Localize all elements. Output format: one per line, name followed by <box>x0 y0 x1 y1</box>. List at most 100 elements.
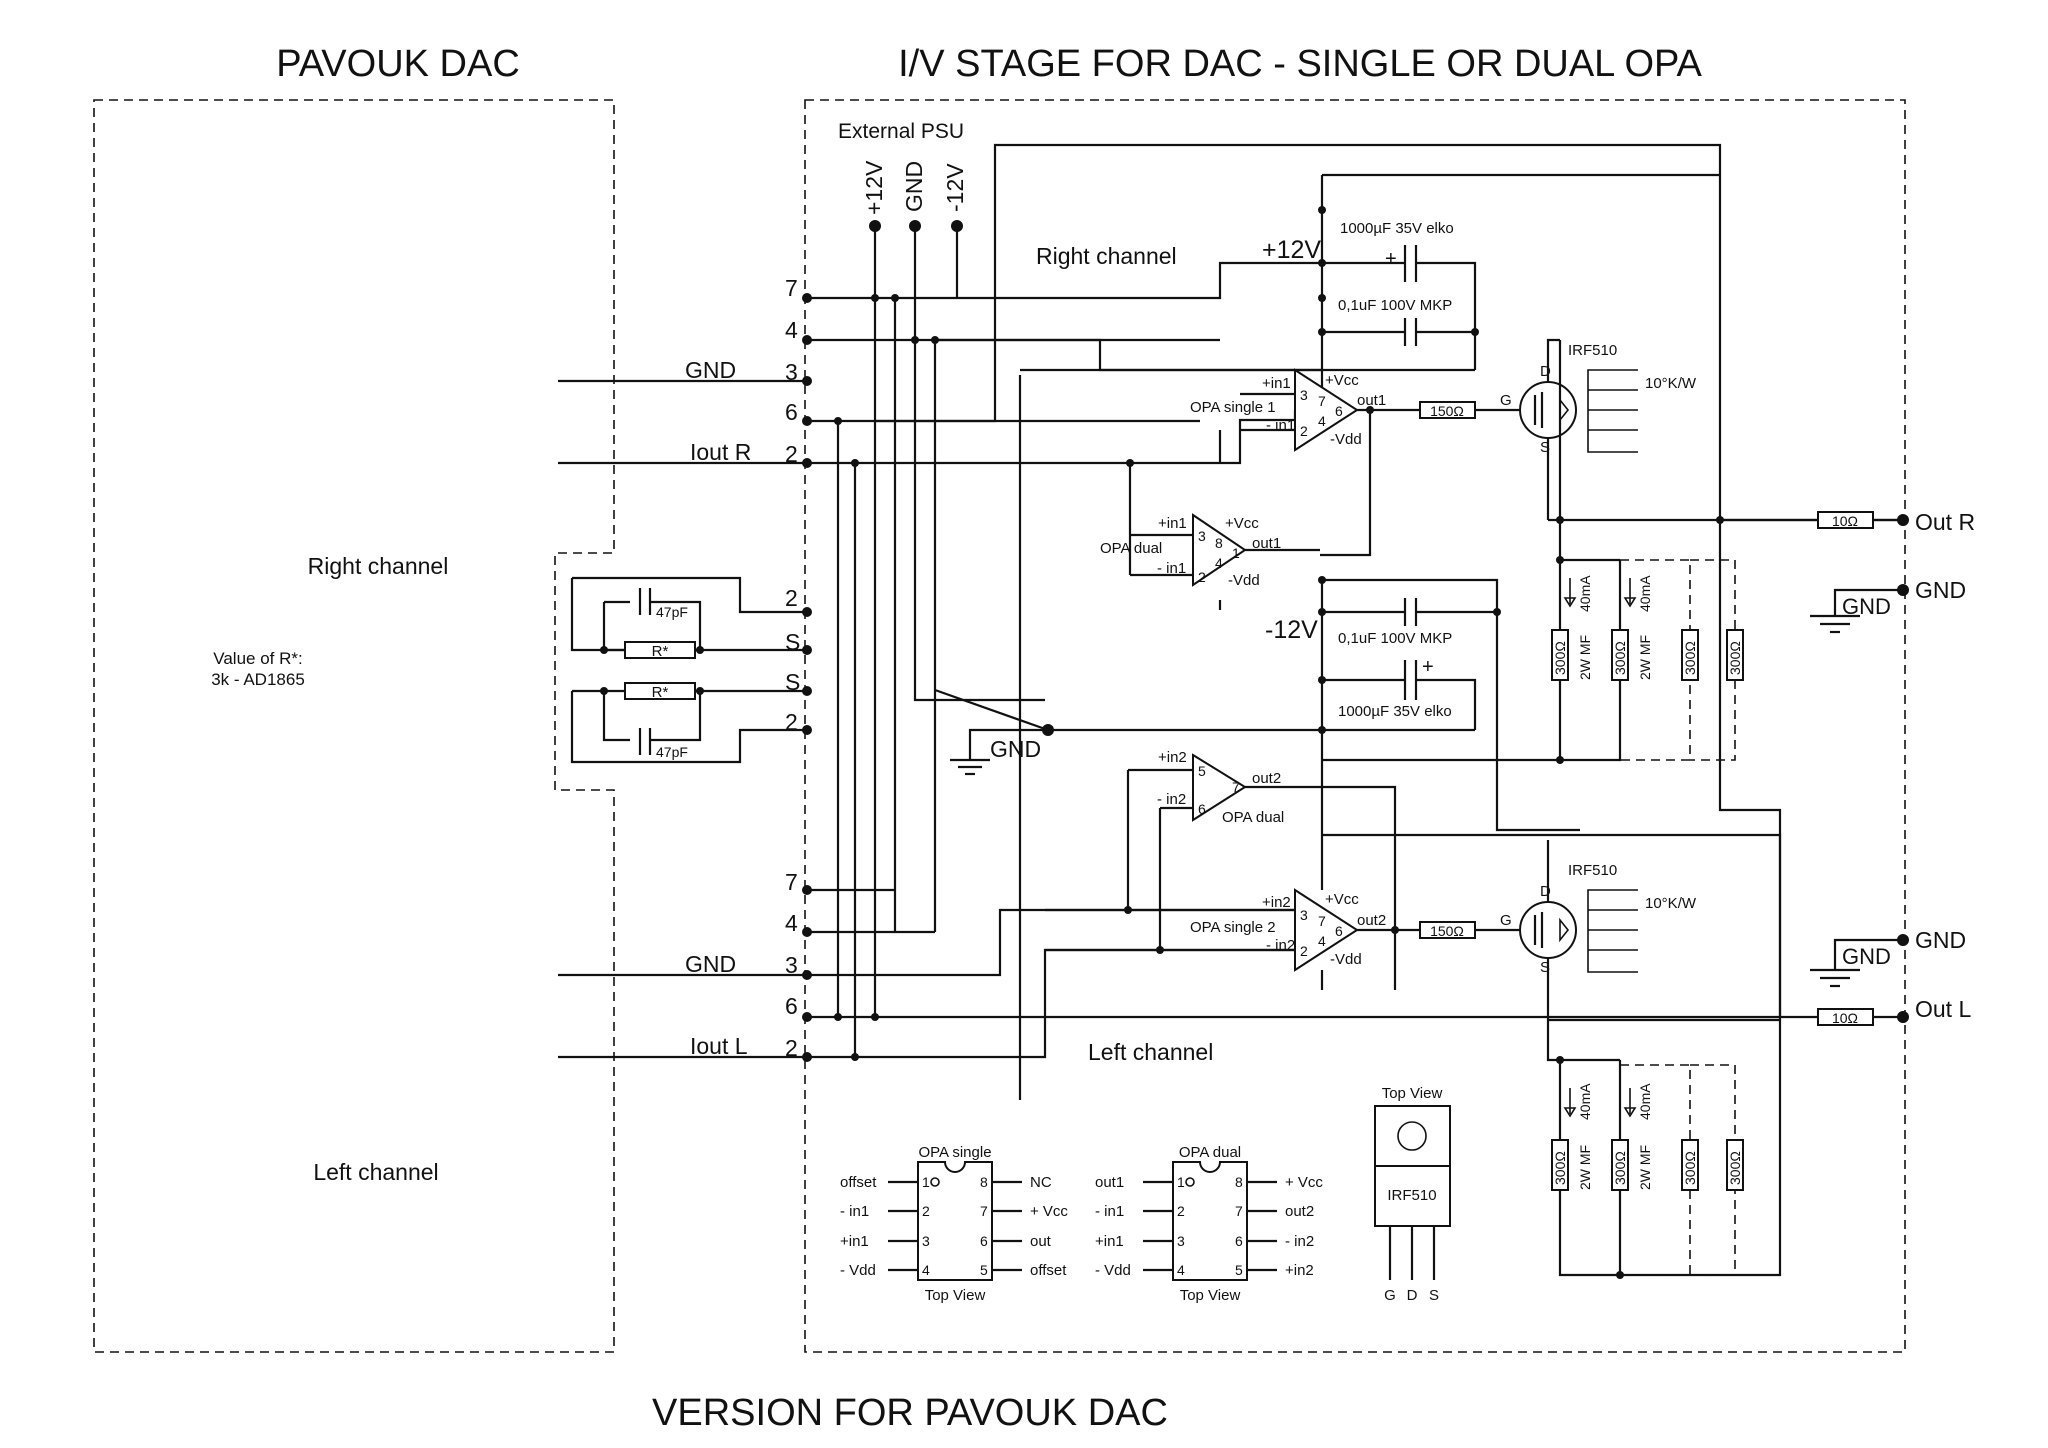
opa-single-1-name: OPA single 1 <box>1190 399 1276 416</box>
single-top-view: Top View <box>925 1287 986 1304</box>
opa-da-pin2: 2 <box>1198 569 1206 585</box>
load-rating-1-l: 2W MF <box>1577 1145 1593 1190</box>
opa-single-2-out: out2 <box>1357 912 1386 929</box>
opa-dual-a-inn: - in1 <box>1157 560 1186 577</box>
load-current-1-r: 40mA <box>1577 575 1593 612</box>
single-pin3-num: 3 <box>922 1233 930 1249</box>
gnd-out-r: GND <box>1915 577 1966 603</box>
opa-da-pin3: 3 <box>1198 528 1206 544</box>
load-r4-l: 300Ω <box>1727 1151 1743 1185</box>
irf-top-view: Top View <box>1382 1085 1443 1102</box>
elko-bot-label: 1000µF 35V elko <box>1338 703 1452 720</box>
load-r3-l: 300Ω <box>1682 1151 1698 1185</box>
channel-right-label: Right channel <box>1036 243 1177 269</box>
gnd-label-l: GND <box>685 951 736 977</box>
out-r-label: Out R <box>1915 509 1975 535</box>
pin-6-r: 6 <box>785 399 798 425</box>
single-pin2-num: 2 <box>922 1203 930 1219</box>
mosfet-right-s: S <box>1540 439 1550 456</box>
load-rating-2-r: 2W MF <box>1637 635 1653 680</box>
single-pin6-num: 6 <box>980 1233 988 1249</box>
pin-2-fb-l: 2 <box>785 709 798 735</box>
iv-stage-box <box>804 99 1906 1353</box>
load-rating-1-r: 2W MF <box>1577 635 1593 680</box>
opa-da-pin8: 8 <box>1215 535 1223 551</box>
gnd-star-label: GND <box>990 736 1041 762</box>
gnd-out-r-sym: GND <box>1842 594 1891 619</box>
dual-pin6-num: 6 <box>1235 1233 1243 1249</box>
opa-dual-a-name: OPA dual <box>1100 540 1162 557</box>
gnd-out-l: GND <box>1915 927 1966 953</box>
opa-dual-b-out: out2 <box>1252 770 1281 787</box>
single-pin1-name: offset <box>840 1174 877 1191</box>
irf-lead-d: D <box>1407 1287 1418 1304</box>
out-res-left: 10Ω <box>1832 1010 1858 1026</box>
load-r2-r: 300Ω <box>1612 641 1628 675</box>
connector-pins-left: 7 4 3 6 2 <box>785 869 798 1061</box>
opa-dual-b-name: OPA dual <box>1222 809 1284 826</box>
pin-7-l: 7 <box>785 869 798 895</box>
rail-plus-12v: +12V <box>1262 236 1321 264</box>
single-pin7-num: 7 <box>980 1203 988 1219</box>
pin-7-r: 7 <box>785 275 798 301</box>
out-l-label: Out L <box>1915 996 1971 1022</box>
single-pin8-name: NC <box>1030 1174 1052 1191</box>
load-r2-l: 300Ω <box>1612 1151 1628 1185</box>
iout-l-label: Iout L <box>690 1033 748 1059</box>
bus-lines-right <box>802 143 1760 1057</box>
single-pin3-name: +in1 <box>840 1233 869 1250</box>
pinout-irf510: Top View IRF510 G D S <box>1374 1085 1451 1304</box>
cap-47pf-left: 47pF <box>656 744 688 760</box>
opa-dual-b: +in2 - in2 out2 OPA dual 5 6 7 <box>1124 749 1397 990</box>
dual-pin1-name: out1 <box>1095 1174 1124 1191</box>
dual-top-view: Top View <box>1180 1287 1241 1304</box>
pin-s-fb-l: S <box>785 669 800 695</box>
mosfet-left-s: S <box>1540 959 1550 976</box>
opa-single-2-name: OPA single 2 <box>1190 919 1276 936</box>
load-r1-l: 300Ω <box>1552 1151 1568 1185</box>
pin-4-r: 4 <box>785 317 798 343</box>
decoupling-bottom: + 0,1uF 100V MKP 1000µF 35V elko <box>1318 576 1580 840</box>
gnd-star: GND <box>934 375 1320 1100</box>
dual-pin3-name: +in1 <box>1095 1233 1124 1250</box>
opa-s2-pin7: 7 <box>1318 913 1326 929</box>
gate-res-left: 150Ω <box>1430 923 1464 939</box>
load-current-2-r: 40mA <box>1637 575 1653 612</box>
opa-s1-pin4: 4 <box>1318 413 1326 429</box>
opa-single-1-inp: +in1 <box>1262 375 1291 392</box>
dac-box <box>93 99 615 1353</box>
pinout-dual-title: OPA dual <box>1179 1144 1241 1161</box>
opa-single-2-inn: - in2 <box>1266 937 1295 954</box>
dual-pin2-num: 2 <box>1177 1203 1185 1219</box>
irf-lead-g: G <box>1384 1287 1396 1304</box>
dual-pin7-num: 7 <box>1235 1203 1243 1219</box>
opa-dual-b-inn: - in2 <box>1157 791 1186 808</box>
dac-right-channel-label: Right channel <box>308 553 449 579</box>
load-current-2-l: 40mA <box>1637 1083 1653 1120</box>
load-rating-2-l: 2W MF <box>1637 1145 1653 1190</box>
opa-dual-a-vdd: -Vdd <box>1228 572 1260 589</box>
pin-3-r: 3 <box>785 359 798 385</box>
iout-r-label: Iout R <box>690 439 751 465</box>
pin-s-fb-r: S <box>785 629 800 655</box>
opa-da-pin4: 4 <box>1215 555 1223 571</box>
elko-top-label: 1000µF 35V elko <box>1340 220 1454 237</box>
cap-47pf-right: 47pF <box>656 604 688 620</box>
pinout-single-title: OPA single <box>918 1144 991 1161</box>
dual-pin5-num: 5 <box>1235 1262 1243 1278</box>
psu-label: External PSU <box>838 120 964 143</box>
mosfet-right-d: D <box>1540 363 1551 380</box>
opa-db-pin6: 6 <box>1198 801 1206 817</box>
pinout-opa-dual: OPA dual out1 - in1 +in1 - Vdd 1 2 3 4 8… <box>1095 1144 1323 1304</box>
single-pin1-num: 1 <box>922 1174 930 1190</box>
channel-left-label: Left channel <box>1088 1039 1213 1065</box>
r-star-left: R* <box>652 684 669 701</box>
opa-s1-pin3: 3 <box>1300 387 1308 403</box>
opa-single-1-vcc: +Vcc <box>1325 372 1359 389</box>
r-value-ad1865: 3k - AD1865 <box>211 670 305 689</box>
mosfet-left-part: IRF510 <box>1568 862 1617 879</box>
opa-s1-pin7: 7 <box>1318 393 1326 409</box>
mosfet-left-d: D <box>1540 883 1551 900</box>
pin-2-r: 2 <box>785 441 798 467</box>
